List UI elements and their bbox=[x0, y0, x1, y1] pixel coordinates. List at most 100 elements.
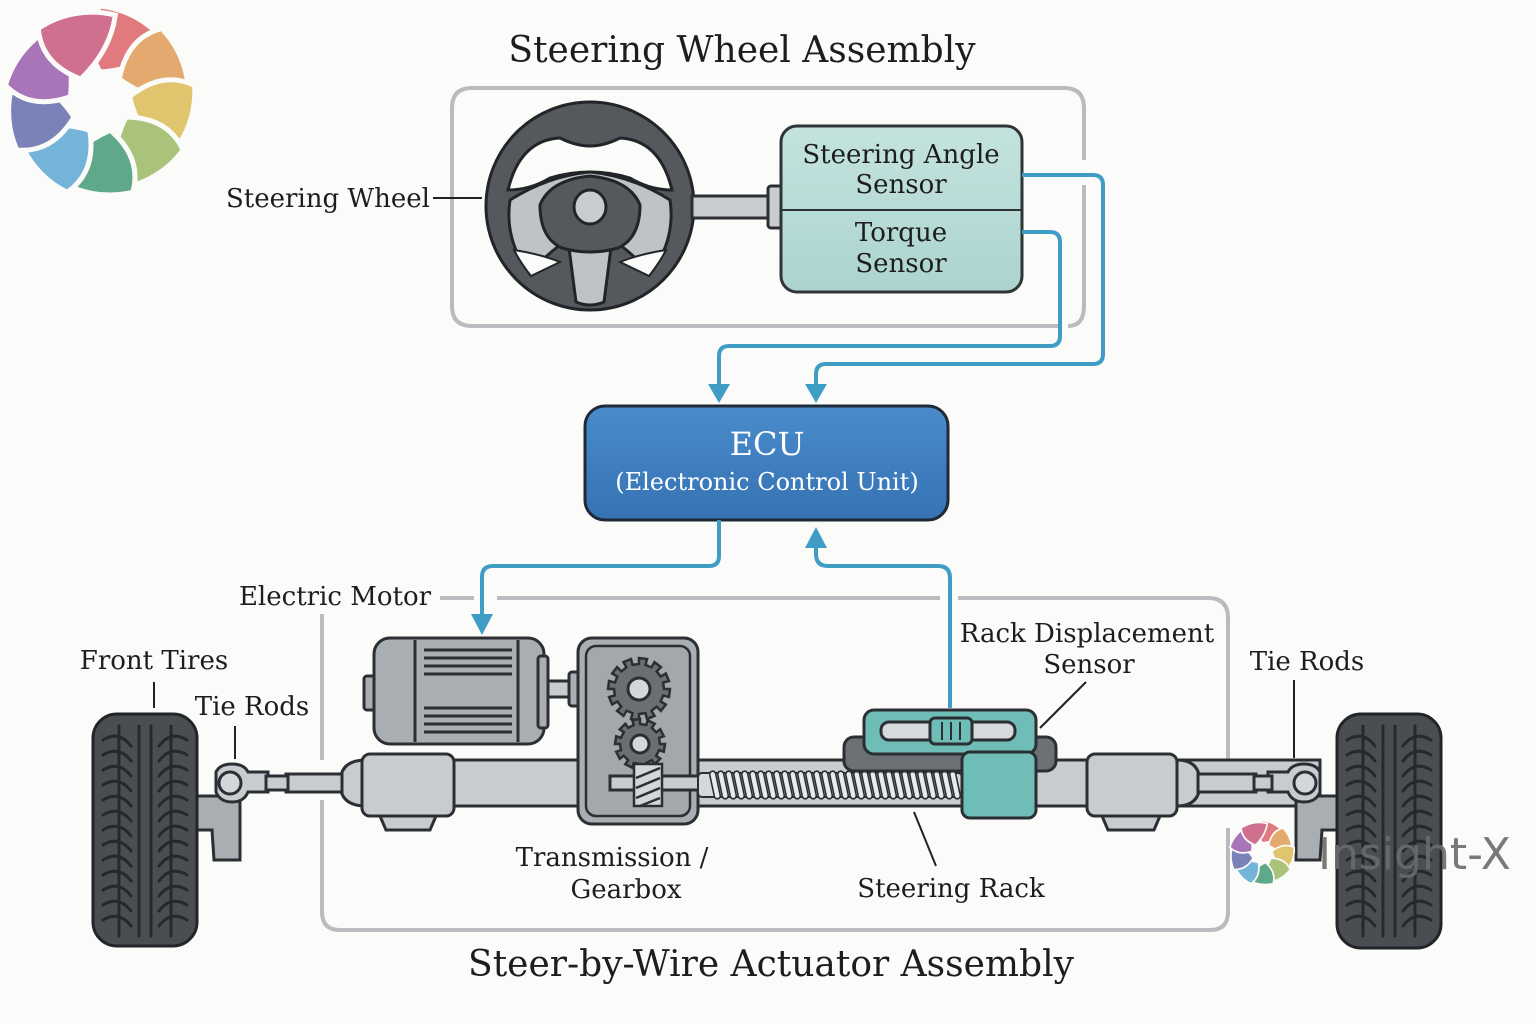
screw-thread bbox=[708, 770, 722, 800]
tread-sipe bbox=[101, 809, 133, 823]
screw-thread bbox=[820, 770, 834, 800]
tread-sipe bbox=[101, 824, 133, 838]
tread-sipe bbox=[101, 854, 133, 868]
steering-rack-label: Steering Rack bbox=[857, 874, 1045, 904]
tread-sipe bbox=[1345, 809, 1377, 823]
logo-icon bbox=[2, 3, 198, 198]
tread-sipe bbox=[1401, 899, 1433, 913]
screw-thread bbox=[740, 770, 754, 800]
arrow-into-ecu-right bbox=[805, 384, 827, 403]
rack-sensor-leader bbox=[1039, 681, 1087, 729]
logo-petal bbox=[1240, 821, 1269, 847]
pinion-worm-icon bbox=[632, 762, 664, 808]
tread-sipe bbox=[157, 884, 189, 898]
tread-sipe bbox=[157, 809, 189, 823]
logo-petal bbox=[35, 9, 119, 82]
right-rack-mount bbox=[1099, 814, 1163, 832]
tie-rods-right-label: Tie Rods bbox=[1250, 647, 1365, 677]
wire-rack-sensor-to-ecu bbox=[814, 545, 952, 708]
tread-sipe bbox=[1401, 869, 1433, 883]
tread-sipe bbox=[157, 824, 189, 838]
steering-wheel-icon bbox=[484, 100, 696, 312]
ecu-subtitle: (Electronic Control Unit) bbox=[615, 468, 918, 496]
screw-thread bbox=[788, 770, 802, 800]
screw-thread bbox=[812, 770, 826, 800]
torque-sensor-label-2: Sensor bbox=[855, 249, 947, 279]
screw-thread bbox=[732, 770, 746, 800]
tread-sipe bbox=[101, 884, 133, 898]
tread-sipe bbox=[101, 794, 133, 808]
screw-thread bbox=[804, 770, 818, 800]
steering-angle-sensor-label-2: Sensor bbox=[855, 170, 947, 200]
screw-thread bbox=[716, 770, 730, 800]
tread-sipe bbox=[1345, 899, 1377, 913]
tread-sipe bbox=[157, 854, 189, 868]
screw-thread bbox=[796, 770, 810, 800]
tread-sipe bbox=[157, 794, 189, 808]
watermark-logo-icon bbox=[1228, 819, 1295, 886]
arrow-into-ecu-left bbox=[708, 384, 730, 403]
screw-thread bbox=[756, 770, 770, 800]
tread-sipe bbox=[101, 869, 133, 883]
tread-sipe bbox=[101, 899, 133, 913]
screw-thread bbox=[780, 770, 794, 800]
tread-sipe bbox=[1345, 914, 1377, 928]
rack-displacement-sensor-icon bbox=[842, 708, 1058, 820]
screw-thread bbox=[772, 770, 786, 800]
wire-ecu-to-motor bbox=[480, 520, 721, 616]
right-inner-tie-rod bbox=[1196, 772, 1258, 794]
left-inner-tie-rod bbox=[284, 772, 344, 794]
ecu-box bbox=[583, 404, 950, 522]
tread-sipe bbox=[1401, 809, 1433, 823]
tread-sipe bbox=[1401, 914, 1433, 928]
steering-rack-leader bbox=[913, 811, 937, 867]
left-rack-housing bbox=[360, 752, 456, 818]
tread-sipe bbox=[157, 764, 189, 778]
tread-sipe bbox=[1345, 764, 1377, 778]
ecu-title: ECU bbox=[730, 425, 805, 463]
left-tie-rod-end-icon bbox=[214, 762, 290, 804]
gear-hub bbox=[626, 676, 652, 702]
tread-sipe bbox=[101, 779, 133, 793]
tread-sipe bbox=[1345, 749, 1377, 763]
tread-sipe bbox=[101, 734, 133, 748]
tread-sipe bbox=[1401, 764, 1433, 778]
gear-icon-bottom bbox=[613, 717, 667, 771]
tread-sipe bbox=[157, 869, 189, 883]
gearbox-label: Gearbox bbox=[570, 875, 681, 905]
screw-thread bbox=[844, 770, 858, 800]
steering-wheel-assembly-frame bbox=[450, 86, 1086, 328]
tread-sipe bbox=[1345, 779, 1377, 793]
tread-sipe bbox=[1345, 839, 1377, 853]
gear-icon-top bbox=[606, 656, 672, 722]
tread-sipe bbox=[1345, 734, 1377, 748]
screw-thread bbox=[724, 770, 738, 800]
watermark-text: Insight-X bbox=[1318, 829, 1511, 880]
transmission-label: Transmission / bbox=[516, 843, 709, 873]
tread-sipe bbox=[1401, 794, 1433, 808]
arrow-into-ecu-bottom bbox=[805, 527, 827, 548]
tie-rods-left-label: Tie Rods bbox=[195, 692, 310, 722]
tread-sipe bbox=[157, 779, 189, 793]
tread-sipe bbox=[101, 839, 133, 853]
gear-hub bbox=[629, 733, 651, 755]
steering-sensor-box bbox=[779, 124, 1024, 294]
right-rack-housing bbox=[1085, 752, 1179, 818]
tread-sipe bbox=[157, 914, 189, 928]
screw-thread bbox=[836, 770, 850, 800]
tread-sipe bbox=[1345, 794, 1377, 808]
tread-sipe bbox=[1401, 824, 1433, 838]
screw-thread bbox=[764, 770, 778, 800]
front-tires-label: Front Tires bbox=[80, 646, 228, 676]
title-actuator-assembly: Steer-by-Wire Actuator Assembly bbox=[468, 944, 1075, 985]
rack-displacement-sensor-label-2: Sensor bbox=[1043, 650, 1135, 680]
tread-sipe bbox=[101, 749, 133, 763]
electric-motor-icon bbox=[362, 636, 581, 746]
tread-sipe bbox=[1345, 869, 1377, 883]
tread-sipe bbox=[101, 914, 133, 928]
right-front-tire-icon bbox=[1294, 712, 1443, 950]
left-front-tire-icon bbox=[91, 712, 242, 948]
screw-thread bbox=[748, 770, 762, 800]
arrow-into-motor bbox=[471, 614, 493, 635]
